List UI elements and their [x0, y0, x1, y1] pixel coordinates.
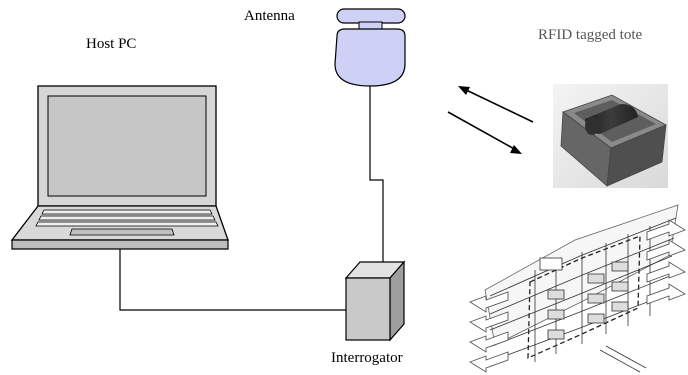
tote-label: RFID tagged tote — [538, 27, 643, 43]
pc-cable — [119, 249, 346, 311]
tote-image — [553, 84, 668, 188]
signal-arrows — [447, 86, 534, 154]
laptop-icon — [10, 85, 229, 250]
interrogator-label: Interrogator — [331, 350, 403, 366]
flow-arrows — [468, 219, 687, 373]
conveyor-rack-sketch — [484, 204, 679, 373]
antenna-label: Antenna — [244, 8, 295, 24]
host-pc-label: Host PC — [86, 36, 137, 52]
antenna-cable — [369, 86, 384, 262]
interrogator-icon — [344, 260, 406, 342]
antenna-icon — [334, 8, 406, 87]
